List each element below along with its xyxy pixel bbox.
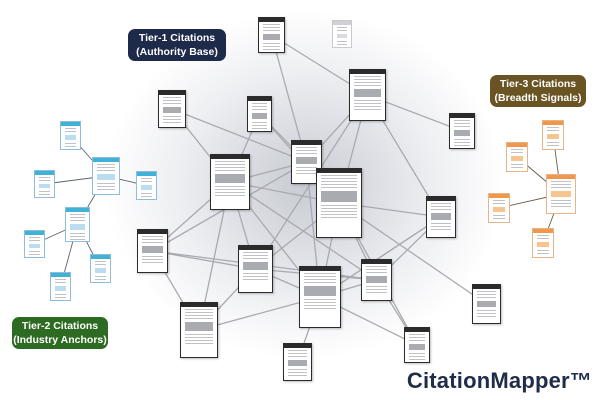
citation-document-tier1: [158, 90, 186, 128]
citation-document-tier3: [532, 228, 554, 258]
citation-document-tier2: [136, 171, 157, 200]
tier3-label-title: Tier-3 Citations: [499, 78, 577, 90]
tier2-label-subtitle: (Industry Anchors): [13, 334, 107, 346]
citation-document-tier2: [24, 230, 45, 258]
citation-document-tier1: [472, 284, 501, 324]
citation-link: [171, 108, 307, 163]
citation-document-tier2: [90, 254, 111, 283]
tier2-label-title: Tier-2 Citations: [21, 320, 99, 332]
citation-document-tier1: [404, 327, 430, 363]
citation-document-tier1: [258, 17, 285, 53]
citation-document-tier1: [361, 259, 392, 301]
citation-document-tier1: [247, 96, 272, 132]
citation-document-tier1: [332, 20, 352, 48]
brand-wordmark: CitationMapper™: [406, 368, 592, 393]
citation-link: [338, 202, 487, 305]
tier2-label: Tier-2 Citations (Industry Anchors): [12, 317, 108, 349]
tier1-label-title: Tier-1 Citations: [138, 32, 216, 44]
citation-document-tier3: [546, 174, 576, 214]
citation-document-tier1: [210, 154, 250, 210]
citation-document-tier1: [299, 266, 341, 328]
citation-document-tier1: [349, 69, 386, 121]
citation-document-tier2: [50, 272, 71, 301]
citation-document-tier1: [291, 140, 322, 184]
tier1-label: Tier-1 Citations (Authority Base): [128, 29, 226, 61]
citation-document-tier2: [34, 170, 55, 198]
citation-document-tier1: [137, 229, 168, 273]
citation-document-tier3: [542, 120, 564, 150]
citation-document-tier1: [180, 302, 218, 358]
citation-document-tier2: [65, 207, 90, 242]
tier1-label-subtitle: (Authority Base): [136, 46, 218, 58]
citation-document-tier1: [449, 113, 475, 149]
citation-document-tier2: [92, 157, 120, 195]
tier3-label-subtitle: (Breadth Signals): [494, 92, 582, 104]
citation-document-tier1: [238, 245, 273, 293]
citation-document-tier1: [283, 343, 312, 381]
citation-document-tier1: [316, 168, 362, 238]
tier3-label: Tier-3 Citations (Breadth Signals): [490, 75, 586, 107]
citation-document-tier1: [426, 196, 456, 238]
citation-document-tier2: [60, 121, 81, 150]
citation-document-tier3: [488, 193, 510, 223]
citation-document-tier3: [506, 142, 528, 172]
